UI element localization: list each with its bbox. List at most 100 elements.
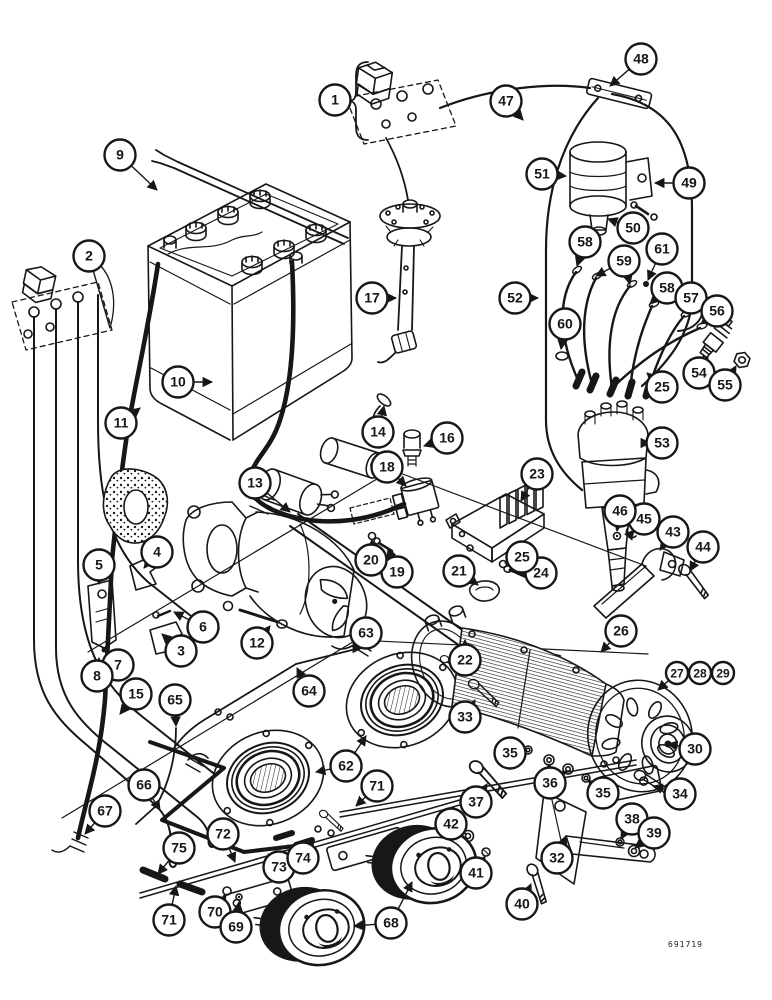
- callout-52: 52: [498, 281, 532, 315]
- leader-line-59: [622, 273, 633, 286]
- callout-60: 60: [548, 307, 582, 341]
- callout-21: 21: [442, 554, 476, 588]
- callout-11: 11: [104, 406, 138, 440]
- svg-text:37: 37: [468, 794, 484, 810]
- alternator-terminal: [448, 605, 467, 623]
- svg-text:6: 6: [199, 619, 207, 635]
- callout-72: 72: [206, 817, 240, 851]
- svg-text:67: 67: [97, 803, 113, 819]
- leader-line-6: [173, 611, 190, 622]
- svg-text:47: 47: [498, 93, 514, 109]
- leader-line-51: [556, 170, 568, 181]
- lower-wiring: [139, 740, 314, 896]
- battery-wire: [151, 149, 349, 245]
- callout-27: 27: [664, 660, 690, 686]
- callout-18: 18: [370, 450, 404, 484]
- svg-text:59: 59: [616, 253, 632, 269]
- starter-gasket: [102, 468, 169, 544]
- callout-65: 65: [158, 683, 192, 717]
- svg-text:29: 29: [716, 667, 730, 681]
- wiring-connector-top: [345, 61, 457, 145]
- svg-text:50: 50: [625, 220, 641, 236]
- headlamp-left: [196, 708, 348, 844]
- svg-text:25: 25: [514, 549, 530, 565]
- callout-26: 26: [604, 614, 638, 648]
- svg-text:75: 75: [171, 840, 187, 856]
- svg-text:49: 49: [681, 175, 697, 191]
- svg-text:48: 48: [633, 51, 649, 67]
- callout-71: 71: [152, 903, 186, 937]
- coil-bracket: [585, 77, 653, 110]
- svg-text:44: 44: [695, 539, 711, 555]
- svg-text:66: 66: [136, 777, 152, 793]
- callout-63: 63: [349, 616, 383, 650]
- callout-71: 71: [360, 769, 394, 803]
- leader-line-18: [395, 475, 407, 487]
- leader-line-50: [607, 217, 619, 228]
- svg-text:73: 73: [271, 859, 287, 875]
- svg-text:58: 58: [577, 234, 593, 250]
- svg-text:64: 64: [301, 683, 317, 699]
- svg-text:24: 24: [533, 565, 549, 581]
- svg-text:45: 45: [636, 511, 652, 527]
- brace-bolt: [671, 561, 716, 600]
- leader-line-19: [386, 547, 397, 559]
- nut-39: [627, 844, 641, 858]
- callout-6: 6: [186, 610, 220, 644]
- leader-line-38: [620, 828, 631, 840]
- leader-line-58: [649, 293, 661, 305]
- callout-42: 42: [434, 807, 468, 841]
- callout-36: 36: [533, 766, 567, 800]
- leader-line-69: [232, 900, 244, 913]
- callout-29: 29: [710, 660, 736, 686]
- leader-line-61: [647, 262, 657, 281]
- leader-line-9: [130, 165, 158, 191]
- svg-text:26: 26: [613, 623, 629, 639]
- callout-35: 35: [586, 776, 620, 810]
- svg-text:69: 69: [228, 919, 244, 935]
- screw-6: [156, 609, 172, 618]
- splice-connector: [176, 880, 206, 896]
- leader-line-27: [657, 679, 670, 691]
- svg-text:27: 27: [670, 667, 684, 681]
- washer-41: [481, 847, 491, 857]
- svg-text:46: 46: [612, 503, 628, 519]
- svg-text:54: 54: [691, 365, 707, 381]
- callout-61: 61: [645, 232, 679, 266]
- svg-text:9: 9: [116, 147, 124, 163]
- callout-68: 68: [374, 906, 408, 940]
- svg-text:38: 38: [624, 811, 640, 827]
- svg-text:32: 32: [549, 850, 565, 866]
- nut-36: [543, 754, 555, 766]
- callout-67: 67: [88, 794, 122, 828]
- splice-connector: [139, 866, 169, 883]
- leader-line-71: [168, 884, 180, 905]
- leader-line-58: [575, 255, 585, 267]
- gauge-lower: [248, 872, 374, 981]
- starter-solenoid: [391, 477, 440, 526]
- leader-line-68: [352, 920, 376, 931]
- svg-text:18: 18: [379, 459, 395, 475]
- screw-7: [101, 647, 107, 653]
- callout-1: 1: [318, 83, 352, 117]
- svg-text:55: 55: [717, 377, 733, 393]
- callout-43: 43: [656, 515, 690, 549]
- nut-36: [562, 763, 574, 775]
- callout-62: 62: [329, 749, 363, 783]
- callout-13: 13: [238, 466, 272, 500]
- callout-12: 12: [240, 626, 274, 660]
- leader-line-67: [84, 822, 96, 835]
- svg-text:22: 22: [457, 652, 473, 668]
- leader-line-14: [376, 404, 388, 418]
- callout-17: 17: [355, 281, 389, 315]
- leader-line-23: [520, 486, 531, 502]
- leader-line-16: [423, 437, 435, 448]
- svg-text:42: 42: [443, 816, 459, 832]
- leader-line-75: [157, 859, 170, 875]
- svg-text:12: 12: [249, 635, 265, 651]
- leader-line-62: [314, 764, 331, 776]
- callout-20: 20: [354, 543, 388, 577]
- figure-code: 691719: [668, 940, 703, 949]
- svg-text:5: 5: [95, 557, 103, 573]
